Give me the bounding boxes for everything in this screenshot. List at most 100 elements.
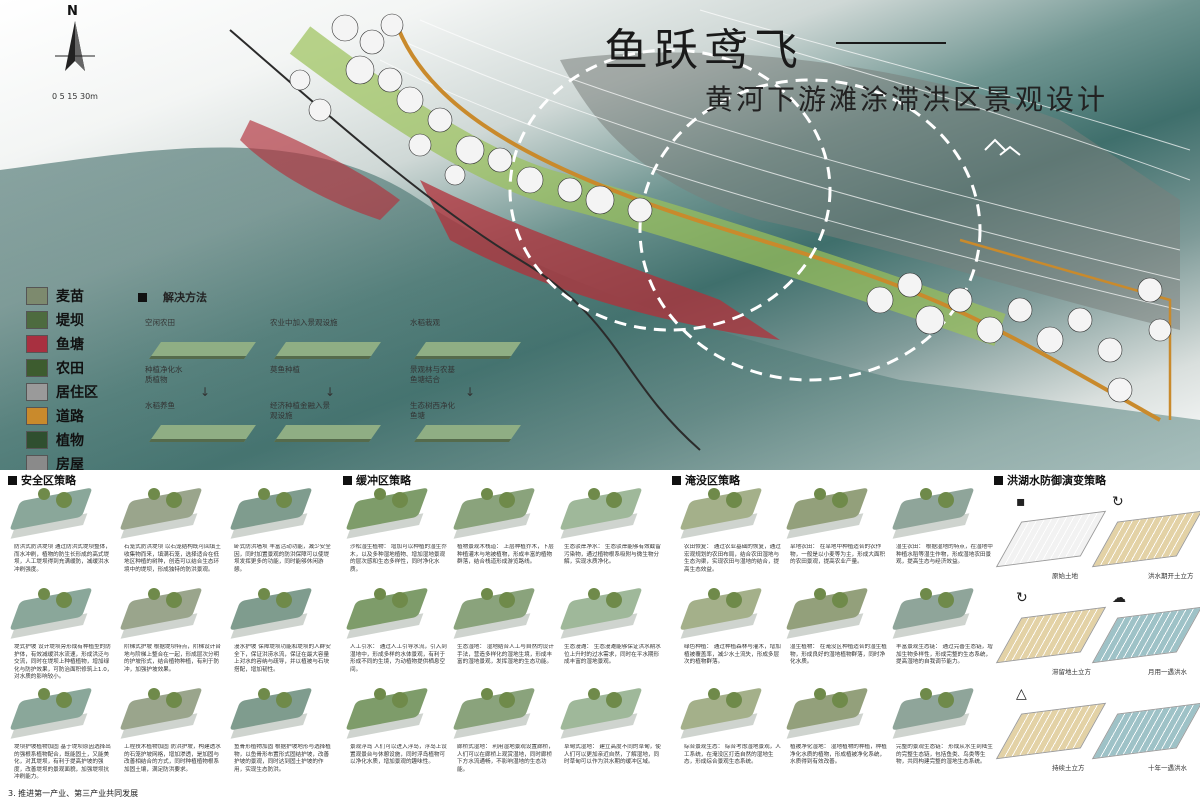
tree-canopies	[289, 13, 1172, 403]
method-heading-square	[138, 293, 147, 302]
flood-defense-title: 洪湖水防御演变策略	[1007, 474, 1106, 487]
strategy-description: 湿生植物： 在淹没区种植适合的湿生植物，形成良好的湿地植物群落，同时净化水质。	[790, 644, 887, 666]
strategy-cell: 完整的景观生态链： 形成从水生到陆生的完整生态链，包括鱼类、鸟类等生物，共同构建…	[891, 686, 996, 780]
legend-swatch	[26, 287, 48, 305]
strategy-cell: 漫水护坡 保障堤坝功能和堤坝的人群安全下，保证洪涝水流，保证在最大容量上对水的容…	[229, 586, 334, 680]
strategy-description: 生态漫滩： 生态漫滩能够保证洪水期水位上升时的过水需求，同时在平水期形成丰富的湿…	[564, 644, 661, 666]
tree-icon	[726, 692, 742, 708]
strategy-cell: 旱地农田： 在旱地中种植适合的农作物，一般是以小麦等为主，形成大面积的农田景观，…	[785, 486, 890, 580]
tree-icon	[148, 488, 160, 500]
strategy-description: 植被净化湿地： 湿地植物的种植，种植净化水质的植物，形成植被净化系统，水质得到有…	[790, 744, 887, 766]
submerge-zone-title: 淹没区策略	[685, 474, 740, 487]
stack-icon: ▪	[1016, 494, 1026, 510]
north-label: N	[67, 4, 78, 19]
tree-icon	[499, 492, 515, 508]
strategy-description: 鱼骨形植物加固 根据护坡地形与选择植物，以鱼骨形布置形式固结护坡，改善护坡的景观…	[234, 744, 331, 773]
bottom-note: 3. 推进第一产业、第三产业共同发展	[8, 789, 139, 798]
terrain-model	[891, 486, 975, 542]
refresh-icon: ↻	[1016, 590, 1028, 606]
map-legend: 麦苗堤坝鱼塘农田居住区道路植物房屋	[26, 285, 126, 470]
strategy-description: 阶梯式护坡 根据堤坝特点，阶梯设计台地与阶梯上整合在一起，形成层次分明的护坡形式…	[124, 644, 221, 673]
tree-icon	[56, 492, 72, 508]
tree-icon	[374, 488, 386, 500]
terrain-model	[345, 686, 429, 742]
terrain-model	[229, 586, 313, 642]
strategy-cell: 湿生农田： 根据湿地的特点，在湿地中种植水稻等湿生作物，形成湿地农田景观，提高生…	[891, 486, 996, 580]
tree-icon	[166, 692, 182, 708]
flood-defense-heading: 洪湖水防御演变策略	[994, 472, 1106, 488]
terrain-model	[559, 686, 643, 742]
tree-icon	[938, 592, 954, 608]
submerge-zone-section: 淹没区策略	[672, 472, 740, 488]
tree-icon	[938, 692, 954, 708]
strategy-cell: 草甸式湿地： 建立高度不同的草甸，使人们可以更加亲近自然，了解湿地，同时草甸可以…	[559, 686, 664, 780]
flood-stage-label: 持续土立方	[1052, 764, 1085, 772]
method-3-b: 景观林与农基 鱼塘结合	[410, 365, 455, 384]
submerge-zone-heading: 淹没区策略	[672, 472, 740, 488]
heading-square	[994, 475, 1003, 485]
flood-stage-label: 十年一遇洪水	[1148, 764, 1187, 772]
terrain-model	[119, 686, 203, 742]
tree-icon	[481, 588, 493, 600]
tree-icon	[708, 688, 720, 700]
tree-icon	[814, 488, 826, 500]
dike-line	[229, 29, 701, 451]
terrain-model	[785, 686, 869, 742]
method-1-b: 种植净化水 质植物	[145, 365, 183, 384]
tree-icon	[606, 592, 622, 608]
main-title: 鱼跃鸢飞	[604, 25, 804, 76]
terrain-model	[785, 486, 869, 542]
down-arrow-icon: ↓	[325, 385, 336, 399]
legend-label: 农田	[56, 361, 84, 377]
tree-icon	[166, 492, 182, 508]
terrain-model	[559, 486, 643, 542]
heading-square	[343, 475, 352, 485]
tree-icon	[148, 588, 160, 600]
method-2-c: 经济种植金融入景 观设施	[270, 401, 330, 420]
method-slab	[414, 425, 521, 442]
method-slab	[149, 342, 256, 359]
tree-icon	[276, 492, 292, 508]
method-column-1: 空闲农田 种植净化水 质植物 ↓ 水稻养鱼	[145, 318, 256, 448]
dashed-circle-1	[638, 78, 982, 382]
tree-icon	[56, 592, 72, 608]
terrain-model	[679, 586, 763, 642]
method-slab	[274, 342, 381, 359]
scale-bar-text: 0 5 15 30m	[52, 92, 98, 101]
strategy-cell: 生态漫滩： 生态漫滩能够保证洪水期水位上升时的过水需求，同时在平水期形成丰富的湿…	[559, 586, 664, 680]
tree-icon	[726, 592, 742, 608]
tree-icon	[276, 592, 292, 608]
flood-stage-label: 洪水期开土立方	[1148, 572, 1194, 580]
strategy-description: 廊桥式湿地： 利用湿地景观设置廊桥，人们可以在廊桥上观赏湿地，同时廊桥下方水流通…	[457, 744, 554, 773]
tree-icon	[481, 688, 493, 700]
strategy-description: 工程技术植物加固 防洪护坡，构建透水的石笼护坡网格，增加渗透，是加固与改善相结合…	[124, 744, 221, 773]
strategy-description: 生态湿地： 湿地结合人工与自然的设计手法，营造多样化的湿地生境，形成丰富的湿地景…	[457, 644, 554, 666]
tree-icon	[588, 488, 600, 500]
strategy-description: 防洪式防洪堤坝 通过防洪式堤坝整体，而水冲刷，植物的防生长形成的高式堤坝，人工堤…	[14, 544, 111, 573]
terrain-model	[9, 586, 93, 642]
secondary-road	[959, 238, 1172, 420]
buffer-zone-title: 缓冲区策略	[356, 474, 411, 487]
legend-label: 堤坝	[56, 313, 84, 329]
flood-stage-label: 月用一遇洪水	[1148, 668, 1187, 676]
strategy-description: 植物景观木栈道： 上层种植乔木，下层种植灌木与地被植物，形成丰富的植物群落，结合…	[457, 544, 554, 566]
buffer-zone-section: 缓冲区策略	[343, 472, 411, 488]
tree-icon	[148, 688, 160, 700]
fishpond-zone-2	[240, 120, 400, 220]
flood-stage-grid	[995, 702, 1107, 760]
tree-icon	[920, 588, 932, 600]
strategy-cell: 人工引水： 通过人工引导水流，引入到湿地中，形成多样的水体景观，有利于形成不同的…	[345, 586, 450, 680]
method-2-a: 农业中加入景观设施	[270, 318, 338, 327]
tree-icon	[832, 592, 848, 608]
north-arrow-icon	[55, 21, 95, 71]
tree-icon	[38, 688, 50, 700]
cycle-icon: △	[1016, 686, 1027, 702]
legend-swatch	[26, 407, 48, 425]
cloud-icon: ☁	[1112, 590, 1126, 606]
tree-icon	[814, 588, 826, 600]
flood-stage-grid	[995, 510, 1107, 568]
tree-icon	[606, 492, 622, 508]
terrain-model	[9, 486, 93, 542]
safe-zone-heading: 安全区策略	[8, 472, 76, 488]
method-column-3: 水稻栽观 景观林与农基 鱼塘结合 ↓ 生态树西净化 鱼塘	[410, 318, 521, 448]
